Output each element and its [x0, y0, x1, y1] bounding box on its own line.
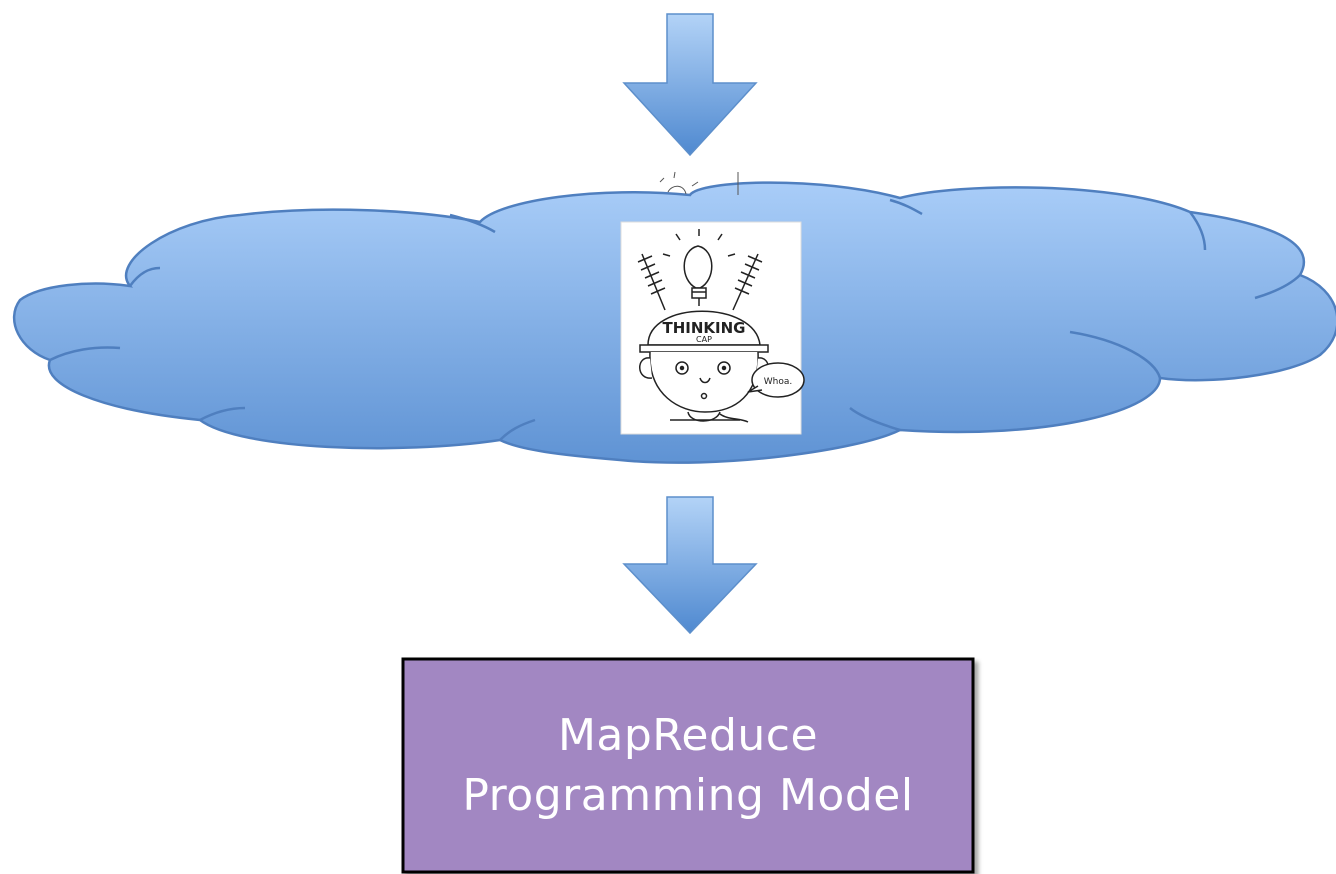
cap-text: THINKING — [663, 319, 746, 337]
sketch-fragment — [659, 171, 739, 195]
bottom-down-arrow — [622, 496, 758, 635]
thinking-cap-illustration: THINKING CAP Whoa. — [620, 221, 805, 435]
speech-text: Whoa. — [764, 377, 793, 387]
top-down-arrow — [622, 13, 758, 157]
mapreduce-box — [401, 657, 975, 874]
cap-subtext: CAP — [696, 335, 712, 344]
